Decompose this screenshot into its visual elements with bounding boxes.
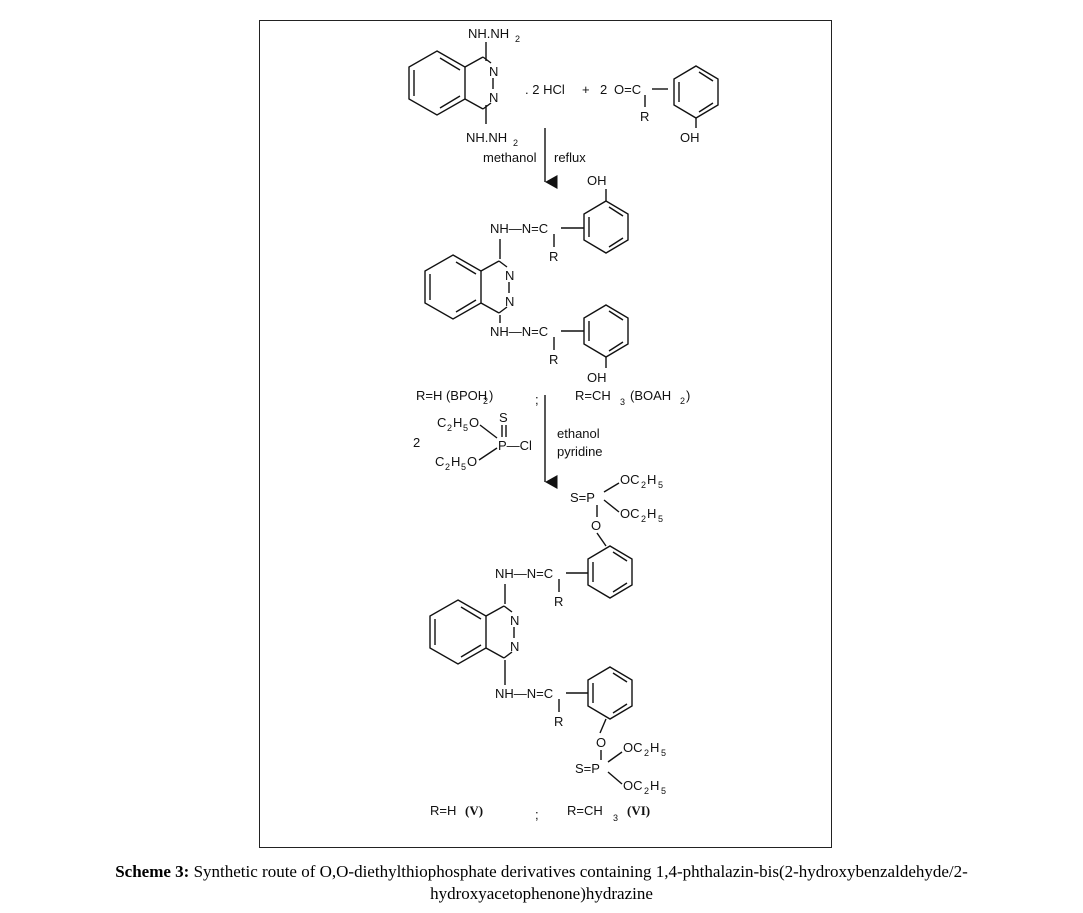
hydrazone-linkage: NH—N=C: [495, 686, 553, 701]
caption-line-2: hydroxyacetophenone)hydrazine: [430, 884, 653, 903]
svg-text:2: 2: [413, 435, 420, 450]
svg-text:5: 5: [461, 462, 466, 472]
carbonyl-group: O=C: [614, 82, 641, 97]
benzene-ring: [429, 599, 487, 665]
hydrazino-top: NH.NH: [468, 26, 509, 41]
svg-text:): ): [489, 388, 493, 403]
svg-text:2: 2: [483, 396, 488, 406]
svg-text:O: O: [469, 415, 479, 430]
ethoxy-group: OC: [623, 740, 643, 755]
svg-text:(VI): (VI): [627, 803, 650, 818]
bis-hydrazone-intermediate: OH NH—N=C R N N NH—N=C R OH: [424, 173, 629, 385]
phenol-ring: [583, 200, 629, 254]
salicyl-carbonyl-reactant: 2 O=C R OH: [600, 65, 719, 145]
step1-solvent: methanol: [483, 150, 537, 165]
thiophosphoryl-group: S=P: [570, 490, 595, 505]
intermediate-r-labels: R=H (BPOH 2 ) ; R=CH 3 (BOAH 2 ): [416, 388, 690, 407]
svg-text:O: O: [467, 454, 477, 469]
svg-text:5: 5: [661, 748, 666, 758]
phenol-ring: [673, 65, 719, 119]
ester-oxygen: O: [596, 735, 606, 750]
benzene-ring: [408, 50, 466, 116]
svg-text:2: 2: [447, 423, 452, 433]
ethoxy-group: OC: [620, 506, 640, 521]
caption-line-1: Scheme 3: Synthetic route of O,O-diethyl…: [115, 862, 968, 881]
svg-text:R: R: [549, 352, 558, 367]
plus-sign: +: [582, 82, 590, 97]
svg-text:;: ;: [535, 807, 539, 822]
svg-text:5: 5: [661, 786, 666, 796]
svg-text:R=H: R=H: [430, 803, 456, 818]
svg-text:2: 2: [644, 786, 649, 796]
svg-text:2: 2: [641, 480, 646, 490]
thiophosphoryl-group: S=P: [575, 761, 600, 776]
svg-text:3: 3: [620, 397, 625, 407]
svg-text:5: 5: [658, 480, 663, 490]
ethoxy-group: C: [437, 415, 446, 430]
hydroxyl-group: OH: [587, 173, 607, 188]
hydrazone-linkage: NH—N=C: [495, 566, 553, 581]
hydrazone-linkage: NH—N=C: [490, 324, 548, 339]
svg-text:H: H: [453, 415, 462, 430]
hydroxyl-group: OH: [680, 130, 700, 145]
svg-text:2: 2: [515, 34, 520, 44]
hydroxyl-group: OH: [587, 370, 607, 385]
svg-text:(V): (V): [465, 803, 483, 818]
svg-text:H: H: [451, 454, 460, 469]
svg-text:2: 2: [513, 138, 518, 148]
ester-oxygen: O: [591, 518, 601, 533]
svg-text:R=CH: R=CH: [567, 803, 603, 818]
svg-text:(BOAH: (BOAH: [630, 388, 671, 403]
ethoxy-group: C: [435, 454, 444, 469]
caption-label: Scheme 3:: [115, 862, 190, 881]
svg-text:R: R: [549, 249, 558, 264]
ring-n: N: [505, 294, 514, 309]
svg-text:H: H: [650, 778, 659, 793]
svg-text:H: H: [647, 506, 656, 521]
svg-text:2: 2: [445, 462, 450, 472]
svg-text:H: H: [650, 740, 659, 755]
ring-n: N: [510, 613, 519, 628]
svg-text:): ): [686, 388, 690, 403]
svg-text:2: 2: [680, 396, 685, 406]
hydrazino-bottom: NH.NH: [466, 130, 507, 145]
svg-text:3: 3: [613, 813, 618, 823]
product-r-labels: R=H (V) ; R=CH 3 (VI): [430, 803, 650, 823]
step1-condition: reflux: [554, 150, 586, 165]
ring-n: N: [505, 268, 514, 283]
svg-text:R=CH: R=CH: [575, 388, 611, 403]
ethoxy-group: OC: [620, 472, 640, 487]
scheme-caption: Scheme 3: Synthetic route of O,O-diethyl…: [0, 861, 1083, 905]
thiono-sulfur: S: [499, 410, 508, 425]
svg-text:R: R: [554, 714, 563, 729]
svg-text:5: 5: [463, 423, 468, 433]
svg-text:2: 2: [600, 82, 607, 97]
svg-text:;: ;: [535, 392, 539, 407]
hydrazone-linkage: NH—N=C: [490, 221, 548, 236]
svg-text:2: 2: [644, 748, 649, 758]
benzene-ring: [424, 254, 482, 320]
ethoxy-group: OC: [623, 778, 643, 793]
hcl-salt: . 2 HCl: [525, 82, 565, 97]
aryl-ring: [587, 545, 633, 599]
aryl-ring: [587, 666, 633, 720]
svg-text:5: 5: [658, 514, 663, 524]
p-cl-group: P—Cl: [498, 438, 532, 453]
svg-text:2: 2: [641, 514, 646, 524]
phenol-ring: [583, 304, 629, 358]
svg-text:R=H (BPOH: R=H (BPOH: [416, 388, 487, 403]
ring-n: N: [510, 639, 519, 654]
ring-n: N: [489, 90, 498, 105]
dihydralazine-reactant: N N NH.NH 2 NH.NH 2: [408, 26, 520, 148]
diethyl-chlorothiophosphate-reagent: 2 C 2 H 5 O S P—Cl C 2 H 5 O: [413, 410, 532, 472]
svg-text:H: H: [647, 472, 656, 487]
svg-text:R: R: [640, 109, 649, 124]
ring-n: N: [489, 64, 498, 79]
step2-base: pyridine: [557, 444, 603, 459]
svg-text:R: R: [554, 594, 563, 609]
bis-thiophosphate-product: S=P OC 2 H 5 OC 2 H 5 O NH—N=C R N: [429, 472, 666, 796]
step2-solvent: ethanol: [557, 426, 600, 441]
